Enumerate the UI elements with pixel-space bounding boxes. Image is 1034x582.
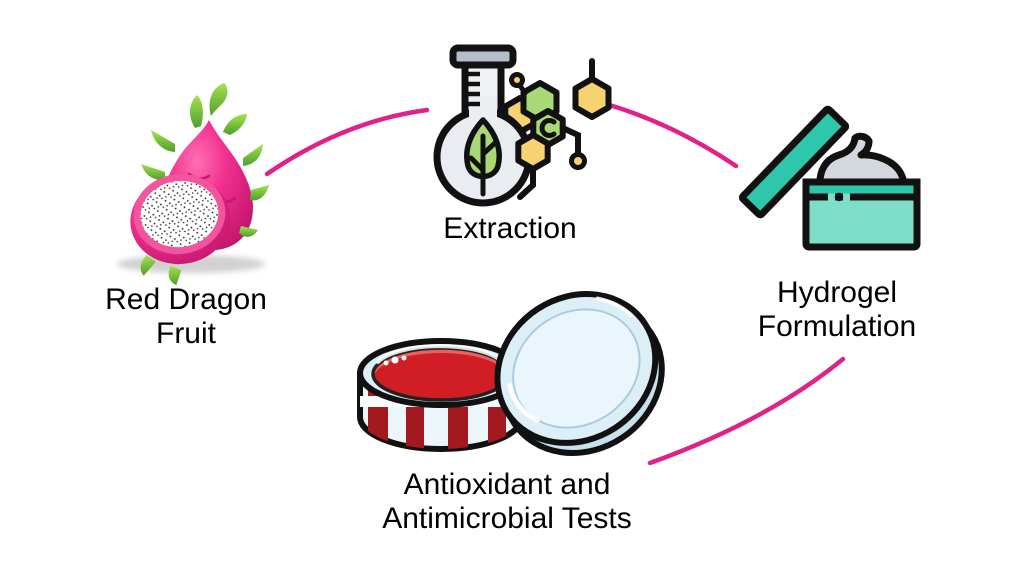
- arc-hydrogel-to-tests: [647, 356, 846, 466]
- dragon-fruit-illustration: [117, 83, 269, 286]
- label-line: Antimicrobial Tests: [382, 502, 632, 535]
- label-line: Extraction: [443, 212, 577, 245]
- label-line: Antioxidant and: [403, 468, 611, 501]
- molecule: [509, 58, 612, 200]
- label-line: Formulation: [757, 310, 917, 343]
- jar: [802, 132, 921, 251]
- label-line: Red Dragon: [105, 283, 267, 316]
- jar-lid: [738, 105, 850, 219]
- label-line: Fruit: [155, 317, 216, 350]
- arc-fruit-to-extraction: [264, 107, 430, 177]
- node-label-antioxidant-antimicrobial-tests: Antioxidant and Antimicrobial Tests: [382, 468, 632, 536]
- label-line: Hydrogel: [776, 276, 898, 309]
- flask-molecule-icon: [432, 36, 617, 208]
- petri-dish-lid: [494, 291, 665, 456]
- dragon-fruit-icon: [103, 78, 271, 286]
- node-label-red-dragon-fruit: Red Dragon Fruit: [105, 283, 267, 351]
- cream-jar-icon: [738, 102, 927, 254]
- petri-dish-base: [357, 338, 525, 452]
- flask: [433, 44, 533, 207]
- cream-swirl: [816, 132, 908, 190]
- petri-dish-icon: [350, 283, 670, 483]
- node-label-hydrogel-formulation: Hydrogel Formulation: [758, 276, 916, 344]
- node-label-extraction: Extraction: [443, 212, 576, 246]
